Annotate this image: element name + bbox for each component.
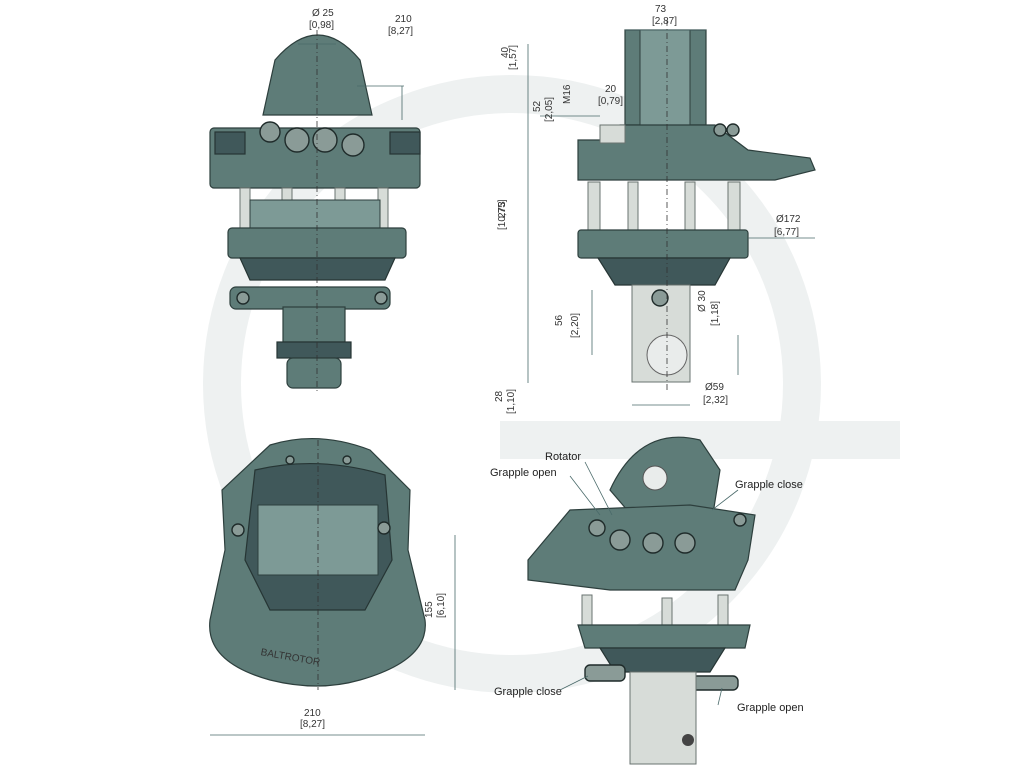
- callout-grapple-close-bottom: Grapple close: [494, 686, 562, 698]
- front-width-label: 210: [395, 14, 412, 25]
- flange-dia-label: Ø172: [776, 214, 801, 225]
- shaft-end-label: 28: [494, 390, 505, 402]
- front-view: Ø 25 [0,98] 210 [8,27]: [209, 8, 421, 392]
- bottom-height-inch: [6,10]: [436, 593, 447, 618]
- callout-grapple-open-top: Grapple open: [490, 467, 557, 479]
- shaft-dia-label: Ø59: [705, 382, 724, 393]
- port-offset-inch: [2,05]: [544, 97, 555, 122]
- shaft-dia-inch: [2,32]: [703, 395, 728, 406]
- thread-label: M16: [562, 84, 573, 104]
- callout-grapple-open-bottom: Grapple open: [737, 702, 804, 714]
- bottom-view: BALTROTOR 155 [6,10] 210 [8,27]: [209, 437, 456, 736]
- port-depth-label: 20: [605, 84, 617, 95]
- iso-view: Rotator Grapple open Grapple close Grapp…: [490, 436, 804, 765]
- front-shaft-dia-inch: [0,98]: [309, 20, 334, 31]
- port-depth-inch: [0,79]: [598, 96, 623, 107]
- total-height-inch: [10,75]: [497, 199, 508, 230]
- bottom-width-label: 210: [304, 708, 321, 719]
- side-top-width-inch: [2,87]: [652, 16, 677, 27]
- side-top-width-label: 73: [655, 4, 667, 15]
- front-width-inch: [8,27]: [388, 26, 413, 37]
- bottom-height-label: 155: [424, 601, 435, 618]
- callout-rotator: Rotator: [545, 451, 581, 463]
- side-top-height-inch: [1,57]: [508, 45, 519, 70]
- side-view: 73 [2,87] 40 [1,57] 52 [2,05] M16 20 [0,…: [494, 4, 816, 414]
- pin-offset-label: 56: [554, 314, 565, 326]
- shaft-end-inch: [1,10]: [506, 389, 517, 414]
- pin-dia-label: Ø 30: [697, 290, 708, 312]
- callout-grapple-close-top: Grapple close: [735, 479, 803, 491]
- front-shaft-dia-label: Ø 25: [312, 8, 334, 19]
- pin-dia-inch: [1,18]: [710, 301, 721, 326]
- port-offset-label: 52: [532, 100, 543, 112]
- flange-dia-inch: [6,77]: [774, 227, 799, 238]
- pin-offset-inch: [2,20]: [570, 313, 581, 338]
- total-height-label: 273: [497, 201, 508, 218]
- side-top-height-label: 40: [500, 46, 511, 58]
- bottom-width-inch: [8,27]: [300, 719, 325, 730]
